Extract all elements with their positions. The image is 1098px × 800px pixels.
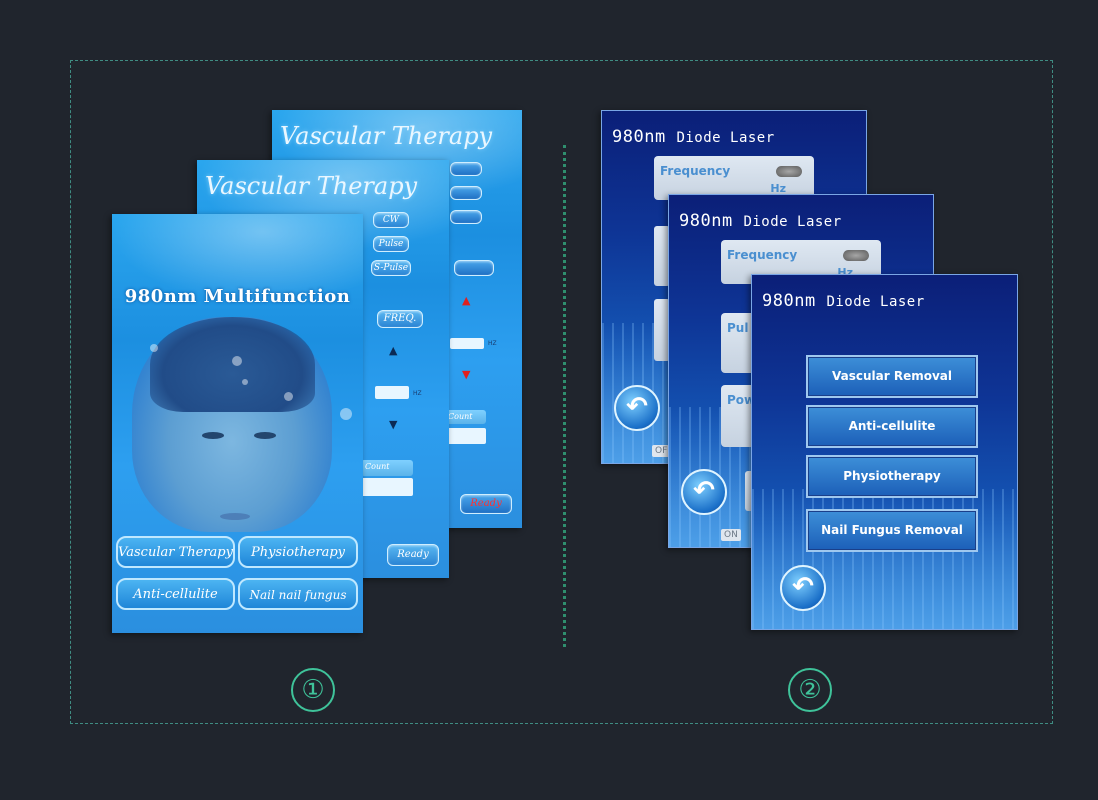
back-icon[interactable]: ↶ — [614, 385, 660, 431]
outer-frame — [70, 60, 1053, 724]
bubble-decoration — [284, 392, 293, 401]
physiotherapy-button[interactable]: Physiotherapy — [238, 536, 358, 568]
hz-unit: HZ — [413, 390, 422, 397]
frequency-knob[interactable] — [776, 166, 802, 177]
physiotherapy-button[interactable]: Physiotherapy — [806, 455, 978, 498]
mode-button[interactable] — [450, 162, 482, 176]
frequency-knob[interactable] — [843, 250, 869, 261]
panel-edge — [745, 471, 755, 511]
screen-title: 980nm Multifunction — [124, 286, 351, 307]
group2-badge: ② — [788, 668, 832, 712]
face-hair — [150, 317, 315, 412]
bubble-decoration — [340, 408, 352, 420]
group-divider — [563, 145, 566, 647]
face-eye-right — [254, 432, 276, 439]
count-value — [444, 428, 486, 444]
s-pulse-button[interactable]: S-Pulse — [371, 260, 411, 276]
bubble-decoration — [232, 356, 242, 366]
bubble-decoration — [150, 344, 158, 352]
frequency-label: Frequency — [660, 164, 731, 178]
back-icon[interactable]: ↶ — [681, 469, 727, 515]
off-toggle[interactable]: OF — [652, 445, 671, 457]
frequency-label: Frequency — [727, 248, 798, 262]
vascular-removal-button[interactable]: Vascular Removal — [806, 355, 978, 398]
down-arrow-icon[interactable]: ▼ — [389, 418, 398, 431]
cw-button[interactable]: CW — [373, 212, 409, 228]
title-main: 980nm — [762, 291, 816, 311]
nail-fungus-button[interactable]: Nail nail fungus — [238, 578, 358, 610]
screen-title: Vascular Therapy — [205, 172, 418, 200]
count-display: Count — [361, 460, 413, 476]
bubble-decoration — [242, 379, 248, 385]
on-toggle[interactable]: ON — [721, 529, 741, 541]
title-main: 980nm — [612, 127, 666, 147]
title-sub: Diode Laser — [676, 130, 775, 146]
count-display: Count — [444, 410, 486, 424]
power-panel[interactable]: Pow — [721, 385, 755, 447]
hz-unit: HZ — [488, 340, 497, 347]
count-value — [361, 478, 413, 496]
ready-button[interactable]: Ready — [387, 544, 439, 566]
freq-button[interactable]: FREQ. — [377, 310, 423, 328]
up-arrow-icon[interactable]: ▲ — [462, 294, 471, 307]
frequency-input[interactable] — [375, 386, 409, 399]
mode-button[interactable] — [450, 210, 482, 224]
pulse-panel[interactable]: Pul — [721, 313, 755, 373]
title-sub: Diode Laser — [826, 294, 925, 310]
freq-button[interactable] — [454, 260, 494, 276]
frequency-panel[interactable]: Frequency Hz — [721, 240, 881, 284]
ready-button[interactable]: Ready — [460, 494, 512, 514]
panel-edge — [654, 299, 670, 361]
anti-cellulite-button[interactable]: Anti-cellulite — [116, 578, 235, 610]
screen-title: 980nm Diode Laser — [612, 127, 775, 147]
down-arrow-icon[interactable]: ▼ — [462, 368, 471, 381]
power-label: Pow — [727, 393, 756, 407]
back-icon[interactable]: ↶ — [780, 565, 826, 611]
face-image — [132, 317, 332, 532]
screen-title: 980nm Diode Laser — [762, 291, 925, 311]
group2-front-screen: 980nm Diode Laser Vascular Removal Anti-… — [751, 274, 1018, 630]
frequency-input[interactable] — [450, 338, 484, 349]
face-eye-left — [202, 432, 224, 439]
title-sub: Diode Laser — [743, 214, 842, 230]
vascular-therapy-button[interactable]: Vascular Therapy — [116, 536, 235, 568]
title-main: 980nm — [679, 211, 733, 231]
group1-front-screen: 980nm Multifunction Vascular Therapy Phy… — [112, 214, 363, 633]
panel-edge — [654, 226, 670, 286]
nail-fungus-removal-button[interactable]: Nail Fungus Removal — [806, 509, 978, 552]
mode-button[interactable] — [450, 186, 482, 200]
screen-title: Vascular Therapy — [280, 122, 493, 150]
screen-title: 980nm Diode Laser — [679, 211, 842, 231]
pulse-button[interactable]: Pulse — [373, 236, 409, 252]
pulse-label: Pul — [727, 321, 749, 335]
frequency-panel[interactable]: Frequency Hz — [654, 156, 814, 200]
anti-cellulite-button[interactable]: Anti-cellulite — [806, 405, 978, 448]
up-arrow-icon[interactable]: ▲ — [389, 344, 398, 357]
hz-label: Hz — [770, 182, 786, 195]
face-lips — [220, 513, 250, 520]
group1-badge: ① — [291, 668, 335, 712]
